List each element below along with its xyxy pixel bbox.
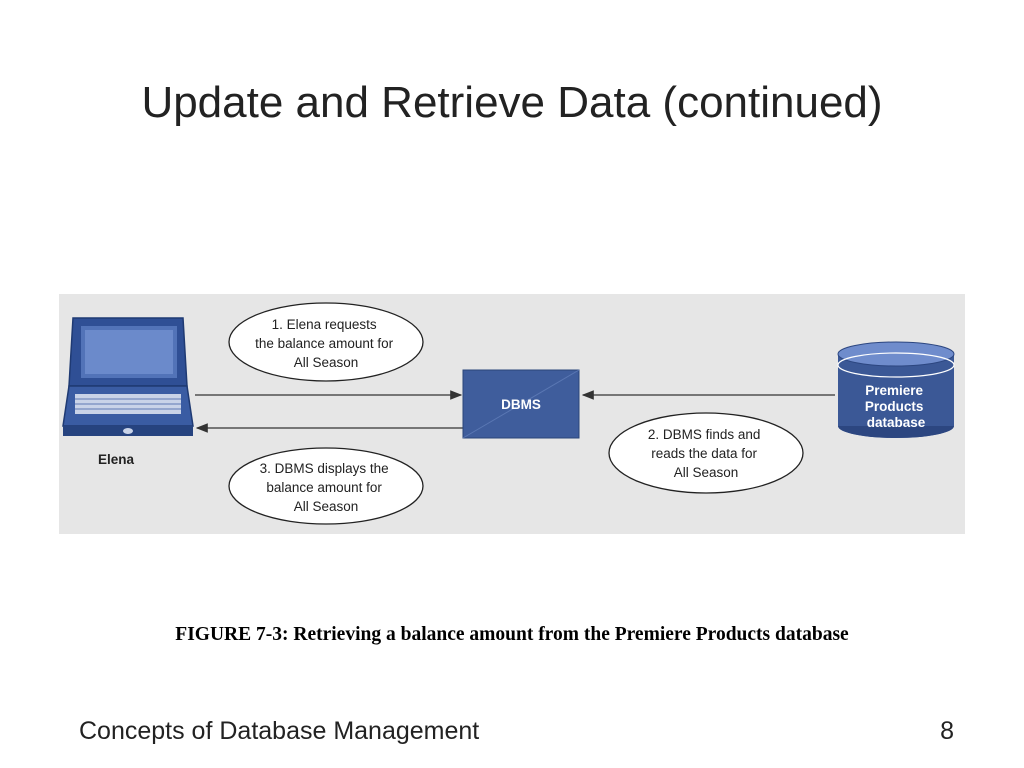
- page-number: 8: [940, 717, 954, 745]
- database-label-line-1: Premiere: [865, 383, 923, 398]
- step3-ellipse: [228, 447, 424, 525]
- step1-ellipse: [228, 302, 424, 382]
- step2-ellipse: [608, 412, 804, 494]
- user-label: Elena: [98, 452, 135, 467]
- step1-line-1: 1. Elena requests: [272, 317, 377, 332]
- diagram-canvas: Elena 1. Elena requests the balance amou…: [62, 302, 955, 525]
- step2-text: 2. DBMS finds and reads the data for All…: [648, 427, 764, 480]
- step2-line-1: 2. DBMS finds and: [648, 427, 761, 442]
- step3-line-3: All Season: [294, 499, 359, 514]
- step3-text: 3. DBMS displays the balance amount for …: [260, 461, 393, 514]
- dbms-retrieval-diagram: Elena 1. Elena requests the balance amou…: [59, 294, 965, 534]
- database-label: Premiere Products database: [865, 383, 927, 430]
- database-label-line-3: database: [867, 415, 926, 430]
- dbms-box: [462, 369, 580, 439]
- footer-text: Concepts of Database Management: [79, 717, 480, 745]
- step2-line-2: reads the data for: [651, 446, 757, 461]
- step1-line-3: All Season: [294, 355, 359, 370]
- figure-caption: FIGURE 7-3: Retrieving a balance amount …: [175, 624, 849, 645]
- dbms-label: DBMS: [501, 397, 541, 412]
- laptop-icon: [62, 317, 194, 436]
- step1-text: 1. Elena requests the balance amount for…: [255, 317, 397, 370]
- step1-line-2: the balance amount for: [255, 336, 394, 351]
- database-cylinder-icon: [837, 341, 955, 438]
- slide-title: Update and Retrieve Data (continued): [141, 78, 883, 127]
- step3-line-1: 3. DBMS displays the: [260, 461, 389, 476]
- database-label-line-2: Products: [865, 399, 924, 414]
- step2-line-3: All Season: [674, 465, 739, 480]
- step3-line-2: balance amount for: [266, 480, 382, 495]
